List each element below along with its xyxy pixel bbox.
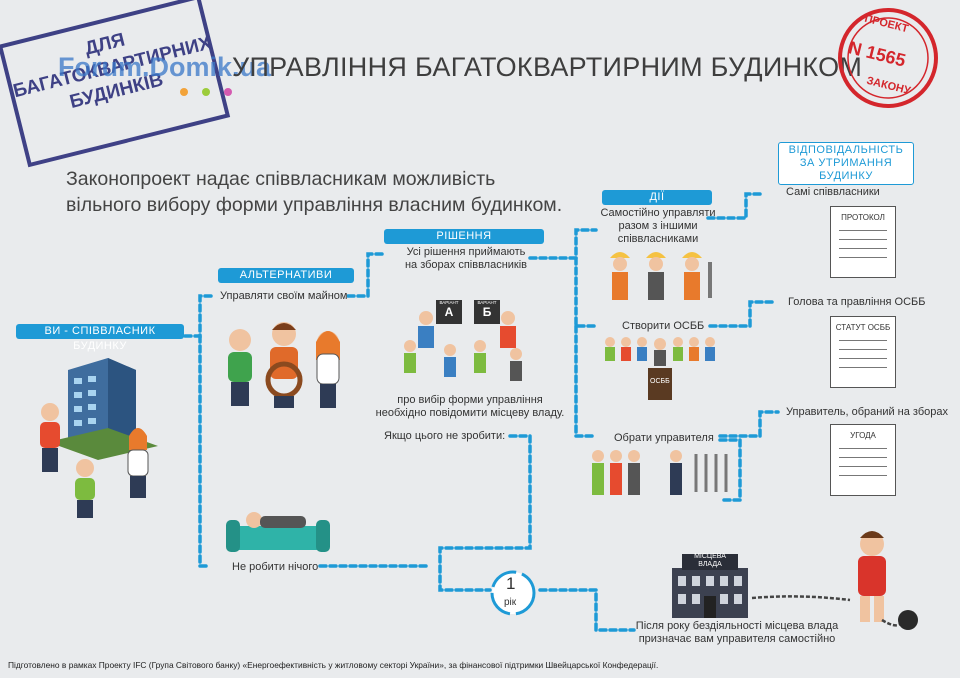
page-title: УПРАВЛІННЯ БАГАТОКВАРТИРНИМ БУДИНКОМ bbox=[232, 52, 863, 82]
owners-people-icon bbox=[40, 403, 149, 518]
people-at-helm-icon bbox=[228, 322, 340, 408]
actions-label: ДІЇ bbox=[602, 190, 712, 205]
owner-label: ВИ - СПІВВЛАСНИК БУДИНКУ bbox=[16, 324, 184, 352]
subtitle-line-1: Законопроект надає співвласникам можливі… bbox=[66, 168, 496, 190]
workers-with-tools-icon bbox=[610, 252, 712, 300]
self-manage-line-3: співвласниками bbox=[617, 233, 699, 245]
stamp-bill-1565: ПРОЕКТ N 1565 ЗАКОНУ bbox=[836, 6, 940, 110]
self-manage-text: Самостійно управляти разом з іншими спів… bbox=[596, 207, 720, 246]
variant-a-board: ВАРІАНТ А bbox=[436, 300, 462, 319]
after-year-text: Після року бездіяльності місцева влада п… bbox=[634, 620, 840, 646]
notify-line-1: про вибір форми управління bbox=[397, 394, 543, 406]
protocol-document: ПРОТОКОЛ bbox=[830, 206, 896, 278]
timer-unit: рік bbox=[504, 597, 517, 608]
after-year-line-2: призначає вам управителя самостійно bbox=[638, 633, 836, 645]
responsibility-label: ВІДПОВІДАЛЬНІСТЬ ЗА УТРИМАННЯ БУДИНКУ bbox=[778, 142, 914, 185]
local-gov-sign: МІСЦЕВА ВЛАДА bbox=[682, 553, 738, 569]
notify-line-2: необхідно повідомити місцеву владу. bbox=[375, 407, 565, 419]
local-gov-sign-line-2: ВЛАДА bbox=[698, 561, 722, 568]
notify-text: про вибір форми управління необхідно пов… bbox=[370, 394, 570, 420]
variant-b-caption: ВАРІАНТ bbox=[477, 300, 497, 305]
subtitle-line-2: вільного вибору форми управління власним… bbox=[66, 194, 563, 216]
local-government-building-icon bbox=[672, 554, 748, 618]
timer-number: 1 bbox=[506, 574, 516, 593]
watermark: Forum.Domik.ua bbox=[58, 52, 272, 82]
osbb-podium-label: ОСББ bbox=[650, 378, 670, 385]
variant-a-caption: ВАРІАНТ bbox=[439, 300, 459, 305]
watermark-dots-icon bbox=[180, 88, 232, 96]
decision-label: РІШЕННЯ bbox=[384, 229, 544, 244]
self-manage-line-1: Самостійно управляти bbox=[600, 207, 716, 219]
statute-doc-title: СТАТУТ ОСББ bbox=[835, 323, 891, 332]
create-osbb-text: Створити ОСББ bbox=[622, 320, 705, 332]
osbb-meeting-icon bbox=[605, 337, 715, 400]
footer-credits: Підготовлено в рамках Проекту IFC (Група… bbox=[8, 660, 659, 670]
do-nothing-text: Не робити нічого bbox=[232, 561, 319, 573]
choose-manager-text: Обрати управителя bbox=[614, 432, 714, 444]
manager-and-team-icon bbox=[592, 450, 728, 495]
all-decisions-line-2: на зборах співвласників bbox=[404, 259, 528, 271]
agreement-document: УГОДА bbox=[830, 424, 896, 496]
statute-document: СТАТУТ ОСББ bbox=[830, 316, 896, 388]
voting-meeting-icon bbox=[404, 300, 522, 381]
if-not-text: Якщо цього не зробити: bbox=[384, 430, 506, 442]
head-board-text: Голова та правління ОСББ bbox=[788, 296, 926, 308]
lying-on-sofa-icon bbox=[226, 512, 330, 552]
variant-b-board: ВАРІАНТ Б bbox=[474, 300, 500, 319]
local-gov-sign-line-1: МІСЦЕВА bbox=[694, 553, 726, 560]
stamp-circle-icon bbox=[838, 8, 938, 108]
variant-a-letter: А bbox=[444, 305, 454, 319]
all-decisions-text: Усі рішення приймають на зборах співвлас… bbox=[392, 246, 540, 272]
chained-person-icon bbox=[751, 531, 918, 630]
variant-b-letter: Б bbox=[482, 305, 492, 319]
timer-icon bbox=[490, 570, 536, 616]
alternatives-label: АЛЬТЕРНАТИВИ bbox=[218, 268, 354, 283]
self-manage-line-2: разом з іншими bbox=[618, 220, 698, 232]
manage-property-text: Управляти своїм майном bbox=[220, 290, 348, 302]
agreement-doc-title: УГОДА bbox=[850, 431, 876, 440]
all-decisions-line-1: Усі рішення приймають bbox=[406, 246, 526, 258]
owners-themselves-text: Самі співвласники bbox=[786, 186, 880, 198]
subtitle: Законопроект надає співвласникам можливі… bbox=[66, 166, 586, 218]
manager-elected-text: Управитель, обраний на зборах bbox=[786, 406, 948, 418]
protocol-doc-title: ПРОТОКОЛ bbox=[841, 213, 885, 222]
after-year-line-1: Після року бездіяльності місцева влада bbox=[635, 620, 839, 632]
